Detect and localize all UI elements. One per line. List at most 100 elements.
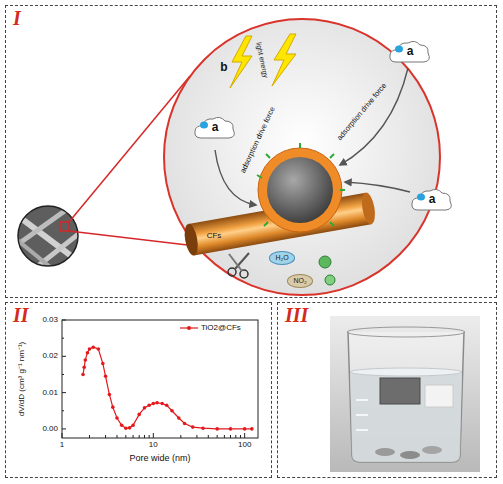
cloud-outline — [195, 117, 234, 138]
data-point — [131, 423, 135, 427]
light-bolt — [230, 36, 252, 88]
y-tick — [62, 410, 64, 411]
data-point — [84, 358, 88, 362]
photo-ground — [330, 316, 480, 472]
x-tick — [180, 435, 181, 438]
axis-tick-label: 0.01 — [42, 388, 58, 397]
annotation-label: light energy — [254, 41, 269, 78]
panel-heading: III — [285, 305, 308, 325]
axis-tick-label: 1 — [60, 441, 64, 450]
molecule-bubble: NO₂ — [287, 274, 312, 288]
y-tick — [62, 374, 64, 375]
pore-size-chart — [62, 320, 258, 438]
fibre-cap — [183, 223, 200, 257]
product-molecule — [319, 256, 331, 268]
data-point — [111, 405, 115, 409]
data-point — [215, 427, 219, 431]
x-tick — [240, 435, 241, 438]
beaker — [348, 332, 464, 462]
water — [350, 372, 462, 462]
scissors-icon — [228, 253, 249, 278]
axis-tick-label: 100 — [238, 441, 251, 450]
axis-tick-label: 10 — [149, 441, 158, 450]
data-point — [183, 422, 187, 426]
coin — [375, 448, 395, 456]
adsorption-arrow — [340, 68, 408, 165]
data-point — [147, 404, 151, 408]
x-tick — [196, 435, 197, 438]
x-tick — [153, 433, 154, 438]
x-tick — [116, 435, 117, 438]
cloud-letter: a — [212, 121, 219, 134]
light-bolt — [272, 34, 296, 86]
molecule-bubble: H₂O — [269, 251, 294, 265]
beaker-rim — [347, 327, 465, 337]
data-point — [124, 426, 128, 430]
data-point — [177, 416, 181, 420]
axis-tick-label: 0.00 — [42, 424, 58, 433]
x-tick — [89, 435, 90, 438]
axis-tick-label: 0.02 — [42, 352, 58, 361]
beaker-label — [425, 385, 453, 407]
fibre-cap — [360, 192, 377, 226]
pollutant-cloud: a — [193, 114, 237, 142]
cloud-outline — [412, 189, 451, 210]
data-point — [120, 423, 124, 427]
molecule-formula: NO₂ — [293, 277, 306, 285]
data-point — [137, 413, 141, 417]
pollutant-blob — [395, 46, 403, 53]
x-tick — [125, 435, 126, 438]
data-point — [201, 426, 205, 430]
sem-fibre — [5, 230, 60, 275]
coin — [400, 451, 420, 459]
coin — [422, 446, 442, 454]
zoom-line — [69, 231, 196, 246]
plot-frame — [62, 320, 258, 438]
panel-heading: I — [13, 8, 21, 28]
x-tick — [244, 433, 245, 438]
x-tick — [62, 433, 63, 438]
x-tick — [139, 435, 140, 438]
scissors-ring — [228, 268, 236, 276]
data-point — [115, 416, 119, 420]
data-point — [191, 425, 195, 429]
data-point — [155, 401, 159, 405]
x-tick — [133, 435, 134, 438]
data-point — [86, 351, 90, 355]
graduation-marks — [356, 400, 368, 430]
scissors-blade — [229, 254, 242, 271]
data-point — [160, 402, 164, 406]
molecule-formula: H₂O — [275, 254, 288, 262]
data-point — [82, 365, 86, 369]
sample-sheet — [380, 378, 420, 404]
x-tick — [144, 435, 145, 438]
magnified-view — [164, 19, 440, 295]
x-tick — [230, 435, 231, 438]
particle-core — [267, 157, 333, 223]
y-tick — [62, 356, 66, 357]
active-sites — [257, 143, 345, 226]
pollutant-cloud: a — [410, 186, 454, 214]
cloud-outline — [390, 41, 429, 62]
product-molecule — [325, 275, 335, 285]
y-tick — [62, 428, 66, 429]
data-point — [250, 427, 254, 431]
data-point — [91, 345, 95, 349]
data-point — [104, 374, 108, 378]
callout-letter: b — [220, 61, 227, 74]
data-point — [88, 347, 92, 351]
x-tick — [105, 435, 106, 438]
data-point — [143, 406, 147, 410]
axis-title: dV/dD (cm³ g⁻¹ nm⁻¹) — [18, 342, 27, 416]
data-line — [83, 347, 252, 429]
scissors-blade — [235, 253, 249, 269]
axis-tick-label: 0.03 — [42, 316, 58, 325]
data-point — [81, 373, 85, 377]
cloud-letter: a — [407, 45, 414, 58]
data-point — [108, 393, 112, 397]
x-tick — [217, 435, 218, 438]
y-tick — [62, 338, 64, 339]
